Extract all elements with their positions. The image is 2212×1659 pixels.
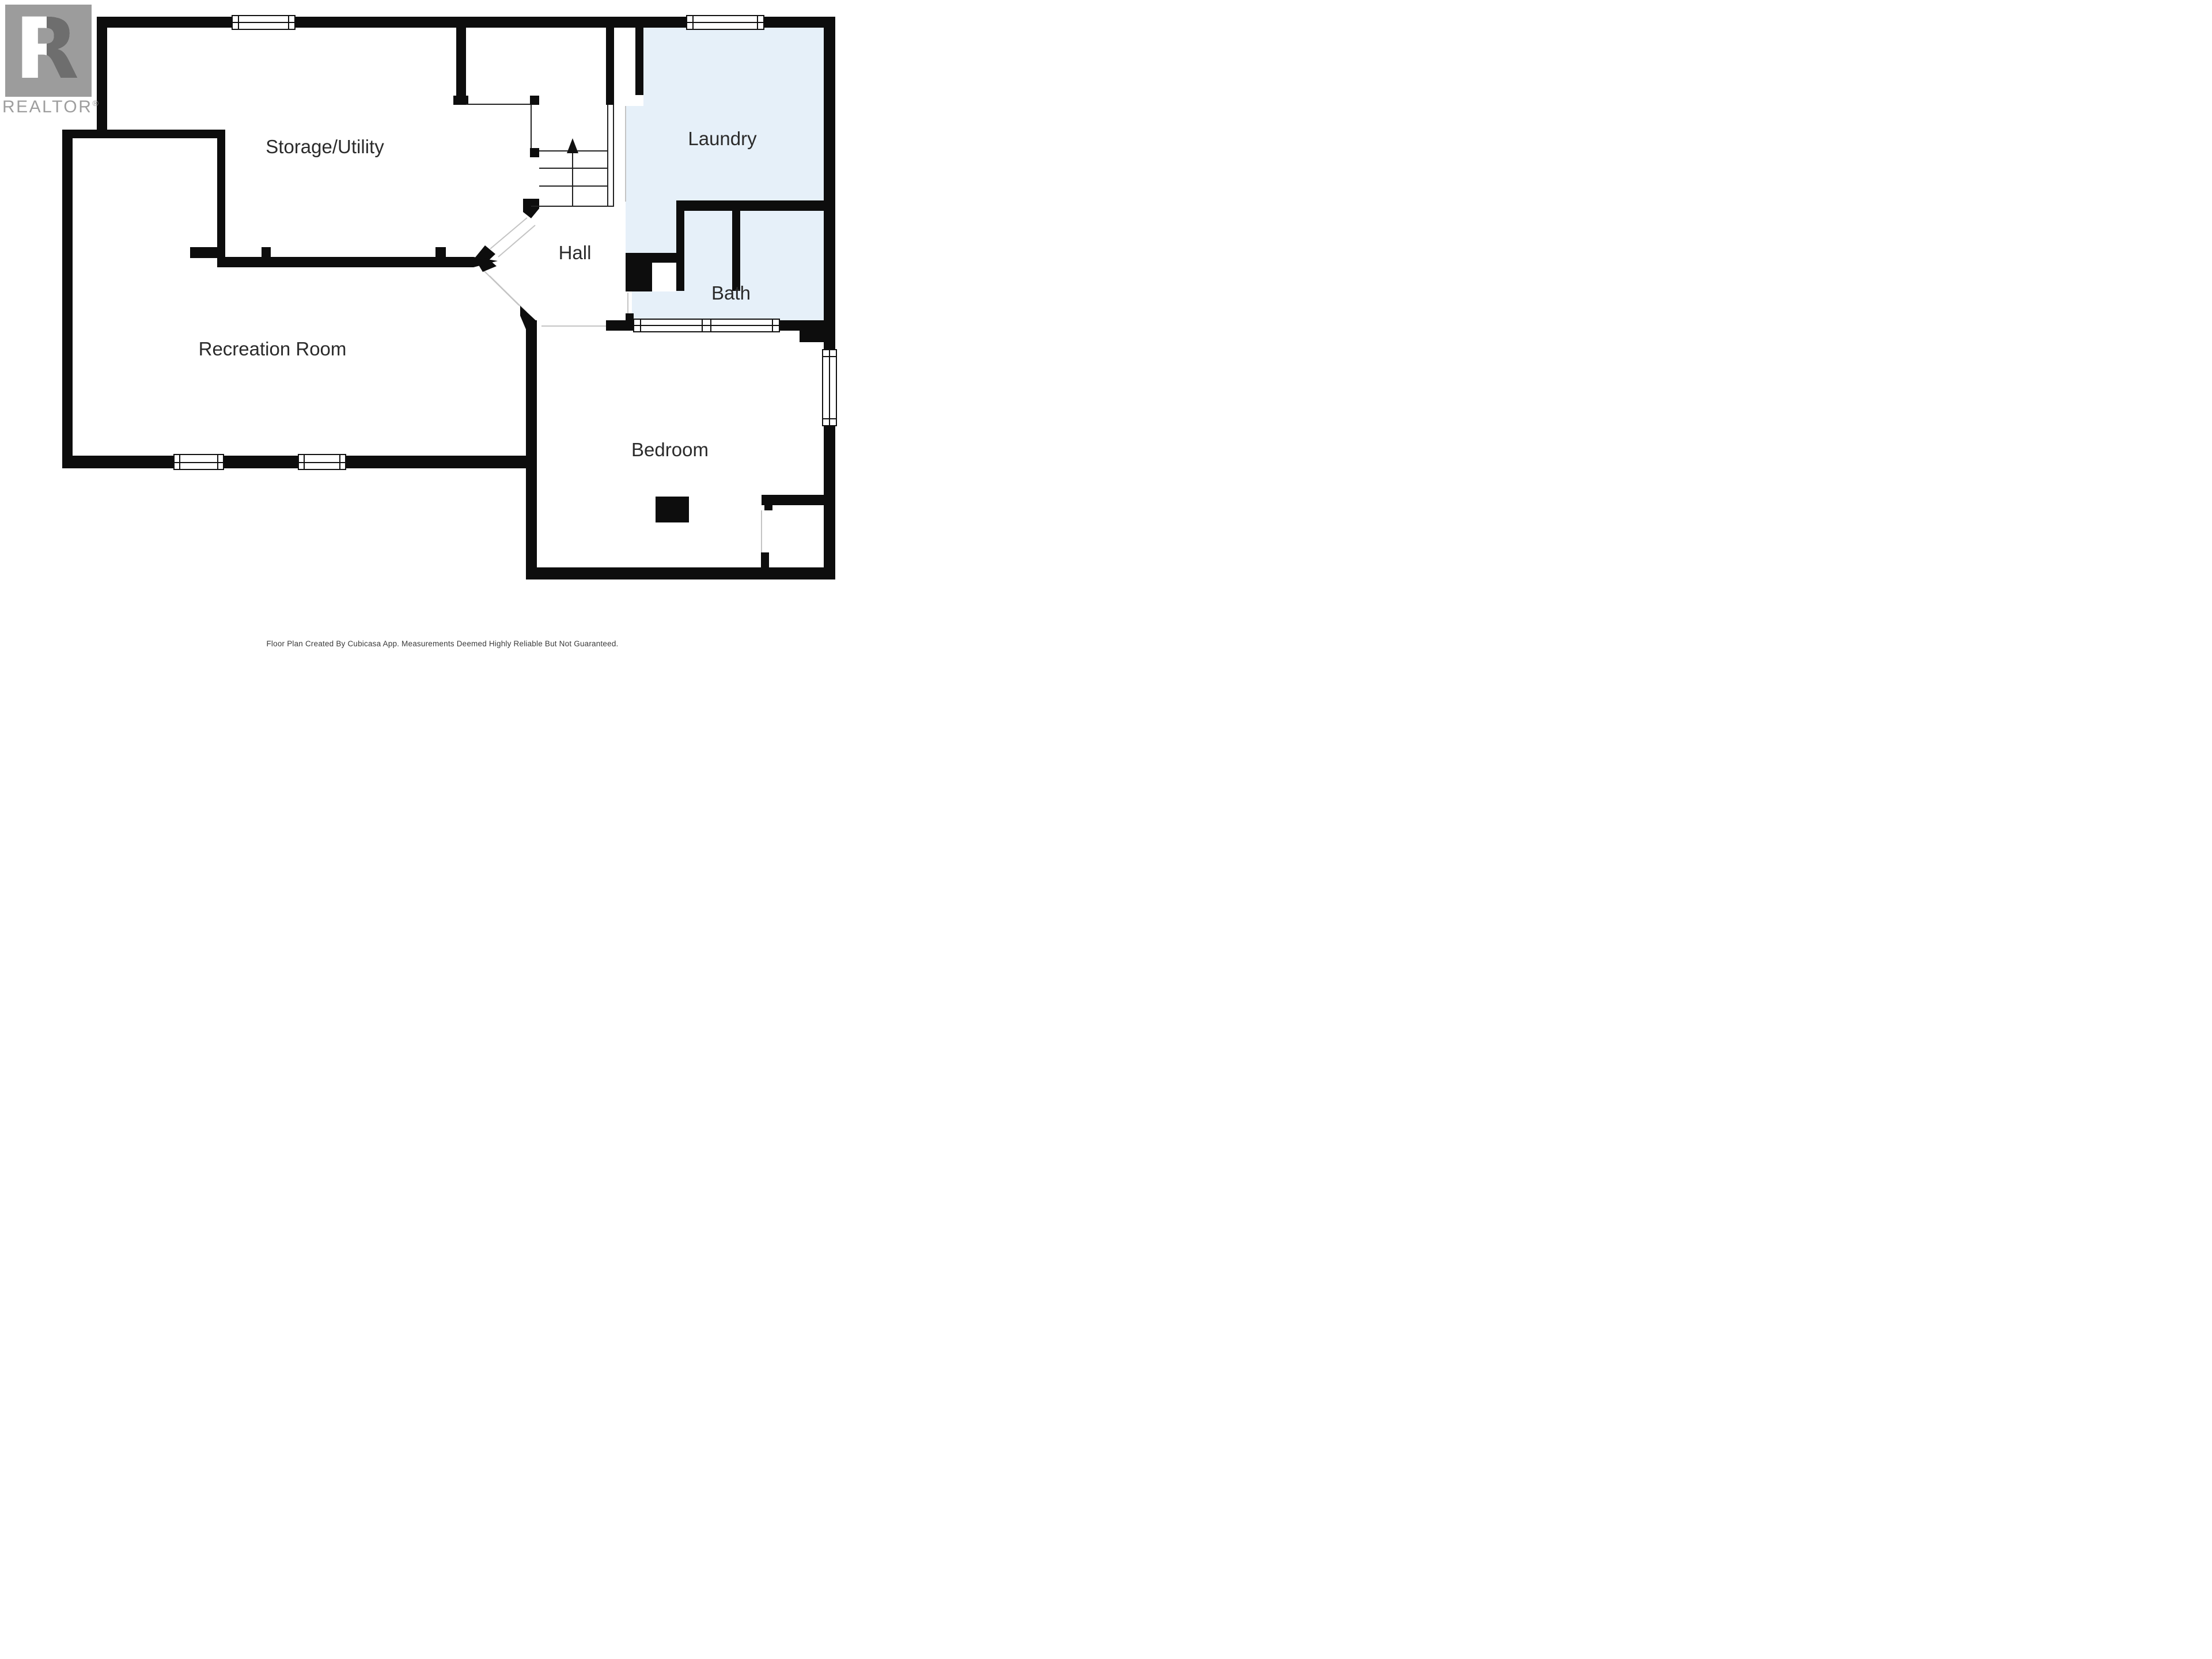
- stair-post-lower: [530, 148, 539, 157]
- wall-right: [824, 17, 835, 579]
- wall-chase-block: [626, 253, 652, 291]
- wall-laundry-bottom: [676, 200, 825, 211]
- wall-post-1: [262, 247, 271, 257]
- wall-bath-bottom-left: [606, 320, 634, 331]
- room-label-bath: Bath: [711, 282, 751, 304]
- floor-plan-drawing: Storage/Utility Laundry Hall Bath Recrea…: [62, 15, 837, 579]
- room-label-laundry: Laundry: [688, 128, 757, 149]
- room-label-bedroom: Bedroom: [631, 439, 709, 460]
- window-storage-top: [232, 15, 296, 30]
- wall-landing-left-foot: [453, 96, 468, 105]
- disclaimer-text: Floor Plan Created By Cubicasa App. Meas…: [266, 639, 619, 648]
- wall-bath-stub-2: [732, 211, 740, 291]
- room-label-hall: Hall: [559, 242, 592, 263]
- window-recreation-2: [298, 454, 346, 470]
- laundry-floor: [626, 28, 825, 253]
- wall-nook-top: [62, 130, 225, 138]
- diagonal-opening-1b: [498, 225, 536, 257]
- stair-arrow-head: [567, 138, 578, 153]
- wall-mid-bevel-lower: [476, 258, 497, 272]
- wall-bedroom-left: [526, 320, 537, 579]
- wall-post-2: [435, 247, 446, 257]
- wall-closet-top: [762, 495, 824, 505]
- registered-trademark-icon: ®: [92, 99, 100, 108]
- wall-bath-bottom-right: [779, 320, 825, 331]
- wall-laundry-left: [635, 28, 643, 95]
- chase-notch: [652, 263, 676, 291]
- fireplace-block: [656, 497, 689, 522]
- bath-door-jamb: [626, 313, 634, 320]
- wall-bath-stub-1: [676, 211, 684, 291]
- window-recreation-1: [173, 454, 224, 470]
- wall-stair-right: [606, 28, 614, 105]
- room-label-recreation-room: Recreation Room: [199, 338, 347, 359]
- sliding-door-bedroom-top: [633, 319, 780, 332]
- realtor-logo-text: REALTOR: [2, 97, 93, 116]
- wall-mid-bevel-upper: [475, 245, 495, 264]
- realtor-logo-r-dark: R: [14, 0, 79, 98]
- wall-left-lower: [62, 130, 73, 468]
- realtor-logo-wordmark: REALTOR®: [2, 97, 100, 117]
- room-label-storage-utility: Storage/Utility: [266, 136, 384, 157]
- staircase: [466, 104, 614, 207]
- diagonal-opening-1a: [490, 217, 528, 249]
- wall-bedroom-bevel: [520, 306, 537, 331]
- realtor-logo: R R: [5, 5, 92, 97]
- window-laundry-top: [686, 15, 764, 30]
- wall-landing-left: [456, 28, 466, 97]
- room-labels: Storage/Utility Laundry Hall Bath Recrea…: [199, 128, 757, 460]
- stair-corner-bevel: [523, 199, 539, 218]
- stair-post-upper: [530, 96, 539, 105]
- laundry-door-notch: [614, 95, 643, 106]
- floor-plan-page: Storage/Utility Laundry Hall Bath Recrea…: [0, 0, 885, 664]
- wall-closet-jamb: [764, 505, 772, 510]
- wall-left-upper: [97, 17, 107, 130]
- windows: [173, 15, 837, 470]
- window-bedroom-right: [822, 349, 837, 426]
- realtor-logo-r-white: R: [14, 0, 79, 98]
- wall-nook-right: [217, 130, 225, 257]
- wall-mid-left-block: [190, 247, 225, 258]
- wall-step-block: [800, 331, 825, 342]
- wall-closet-stub: [761, 552, 769, 569]
- wall-bedroom-bottom: [526, 567, 835, 579]
- wall-middle-divider: [217, 257, 474, 267]
